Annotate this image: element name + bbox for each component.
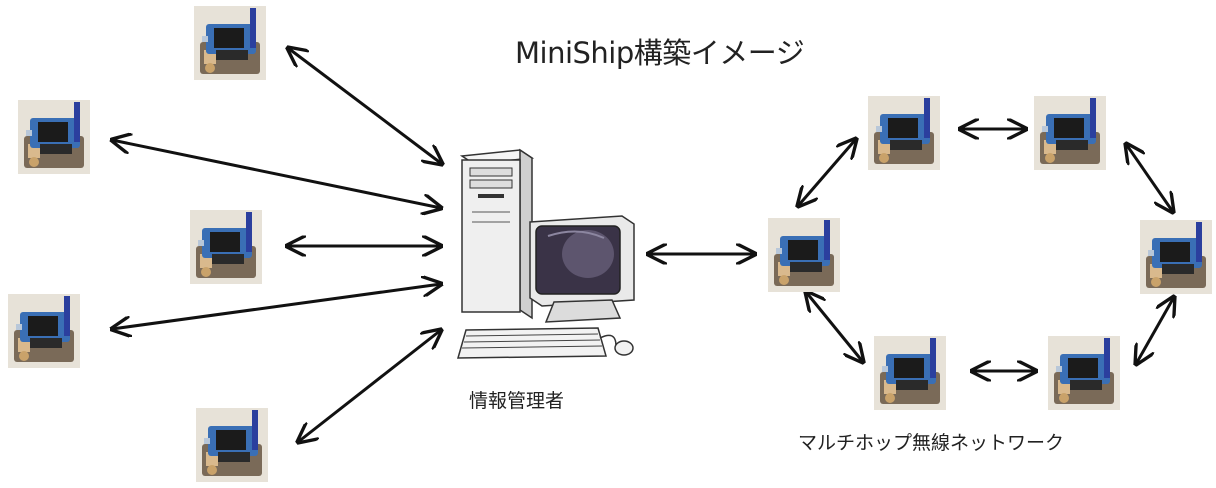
diagram-title: MiniShip構築イメージ — [515, 36, 805, 70]
mesh-network-label: マルチホップ無線ネットワーク — [798, 432, 1065, 454]
mesh-arrows — [798, 129, 1174, 371]
arrow-mesh-6 — [806, 292, 863, 362]
arrow-left-1 — [288, 48, 442, 164]
sensor-node-mesh-4 — [1048, 336, 1120, 410]
sensor-node-left-2 — [18, 100, 90, 174]
sensor-node-left-3 — [190, 210, 262, 284]
arrow-left-5 — [298, 330, 441, 442]
sensor-node-gateway — [768, 218, 840, 292]
sensor-node-mesh-1 — [868, 96, 940, 170]
sensor-node-mesh-2 — [1034, 96, 1106, 170]
left-arrows — [112, 48, 442, 442]
sensor-node-left-1 — [194, 6, 266, 80]
sensor-node-mesh-3 — [1140, 220, 1212, 294]
arrow-left-4 — [112, 284, 441, 329]
admin-label: 情報管理者 — [469, 390, 565, 412]
computer-icon — [457, 148, 635, 359]
arrow-left-2 — [112, 140, 441, 208]
sensor-node-left-5 — [196, 408, 268, 482]
arrow-mesh-1 — [798, 139, 856, 206]
sensor-node-mesh-5 — [874, 336, 946, 410]
arrow-mesh-4 — [1136, 297, 1174, 364]
sensor-node-left-4 — [8, 294, 80, 368]
arrow-mesh-3 — [1126, 144, 1173, 212]
